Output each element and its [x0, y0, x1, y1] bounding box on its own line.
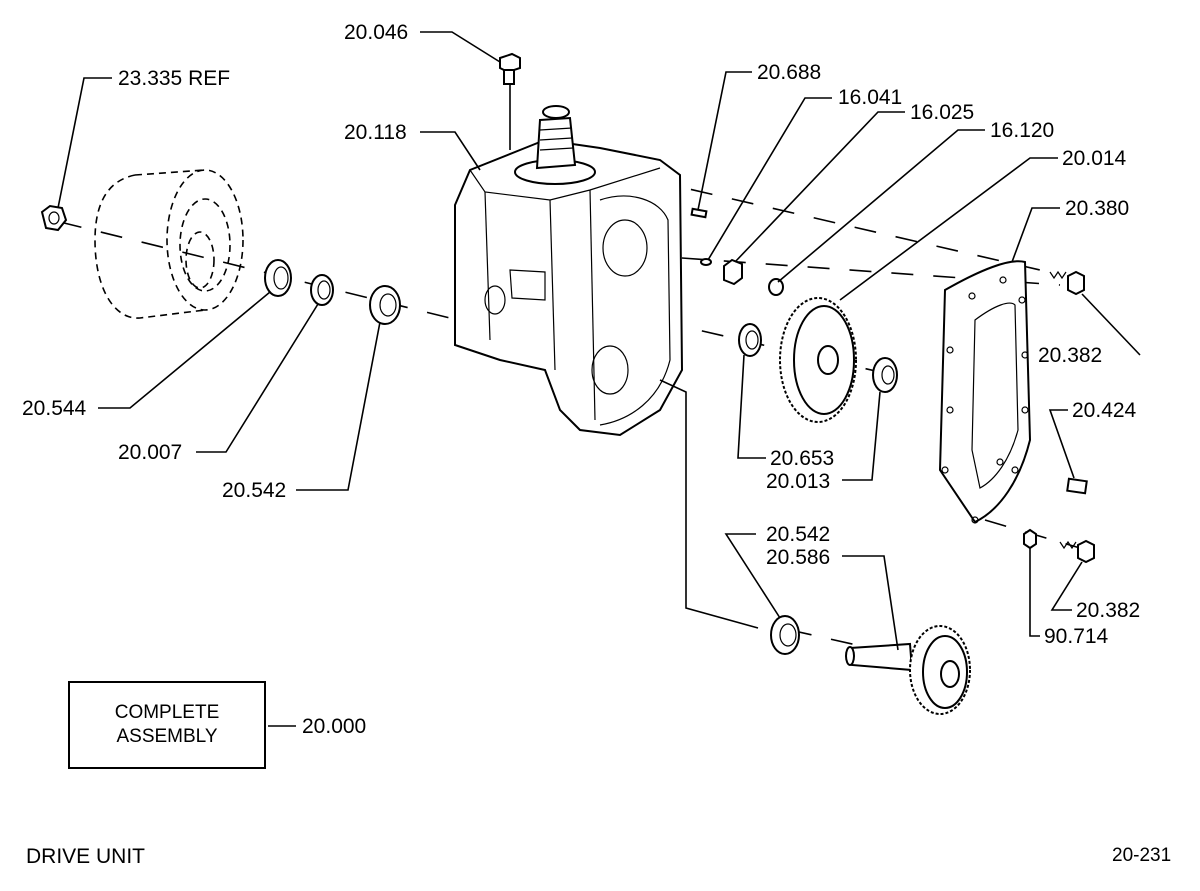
label-20688: 20.688: [757, 61, 821, 84]
bearing-20653: [738, 323, 762, 357]
plug-20424: [1066, 477, 1088, 495]
complete-assembly-text: COMPLETE ASSEMBLY: [107, 701, 227, 749]
label-20544: 20.544: [22, 397, 87, 420]
label-20013: 20.013: [766, 470, 830, 493]
complete-assembly-line1: COMPLETE: [114, 702, 220, 723]
wheel-reference: [94, 169, 244, 319]
label-20424: 20.424: [1072, 399, 1137, 422]
label-20380: 20.380: [1065, 197, 1129, 220]
label-20382-lower: 20.382: [1076, 599, 1140, 622]
label-20007: 20.007: [118, 441, 182, 464]
screw-20382-lower: [1059, 539, 1095, 564]
label-20000: 20.000: [302, 715, 366, 738]
bearing-20007: [310, 274, 334, 306]
label-20542-upper: 20.542: [222, 479, 286, 502]
pinion-shaft-20586: [845, 625, 971, 715]
label-16041: 16.041: [838, 86, 902, 109]
label-20653: 20.653: [770, 447, 834, 470]
gear-housing: [454, 105, 684, 437]
bearing-20013: [872, 357, 898, 393]
leader-lines: [57, 31, 1141, 727]
page-code: 20-231: [1112, 845, 1172, 866]
seal-20542-upper: [369, 285, 401, 325]
label-90714: 90.714: [1044, 625, 1109, 648]
seal-20544: [264, 259, 292, 297]
label-20118: 20.118: [344, 121, 407, 144]
label-20382-upper: 20.382: [1038, 344, 1102, 367]
label-23335-ref: 23.335 REF: [118, 67, 230, 90]
complete-assembly-box: COMPLETE ASSEMBLY: [68, 681, 266, 769]
label-16025: 16.025: [910, 101, 974, 124]
washer-16120: [768, 278, 784, 296]
seal-20542-lower: [770, 615, 800, 655]
cover-plate-20380: [938, 260, 1032, 524]
label-20046: 20.046: [344, 21, 408, 44]
gear-20014: [779, 297, 857, 423]
pin-16041: [700, 258, 712, 266]
screw-20382-upper: [1049, 270, 1085, 296]
label-16120: 16.120: [990, 119, 1054, 142]
complete-assembly-line2: ASSEMBLY: [116, 726, 218, 747]
part-labels: 20.046 23.335 REF 20.118 20.688 16.041 1…: [22, 21, 1140, 738]
nut-90714: [1023, 528, 1037, 550]
key-20688: [690, 207, 708, 219]
diagram-title: DRIVE UNIT: [26, 845, 146, 868]
bolt-20046: [499, 52, 521, 85]
label-20586: 20.586: [766, 546, 830, 569]
label-20014: 20.014: [1062, 147, 1127, 170]
nut-16025: [723, 258, 743, 286]
label-20542-lower: 20.542: [766, 523, 830, 546]
wheel-nut: [40, 204, 68, 232]
